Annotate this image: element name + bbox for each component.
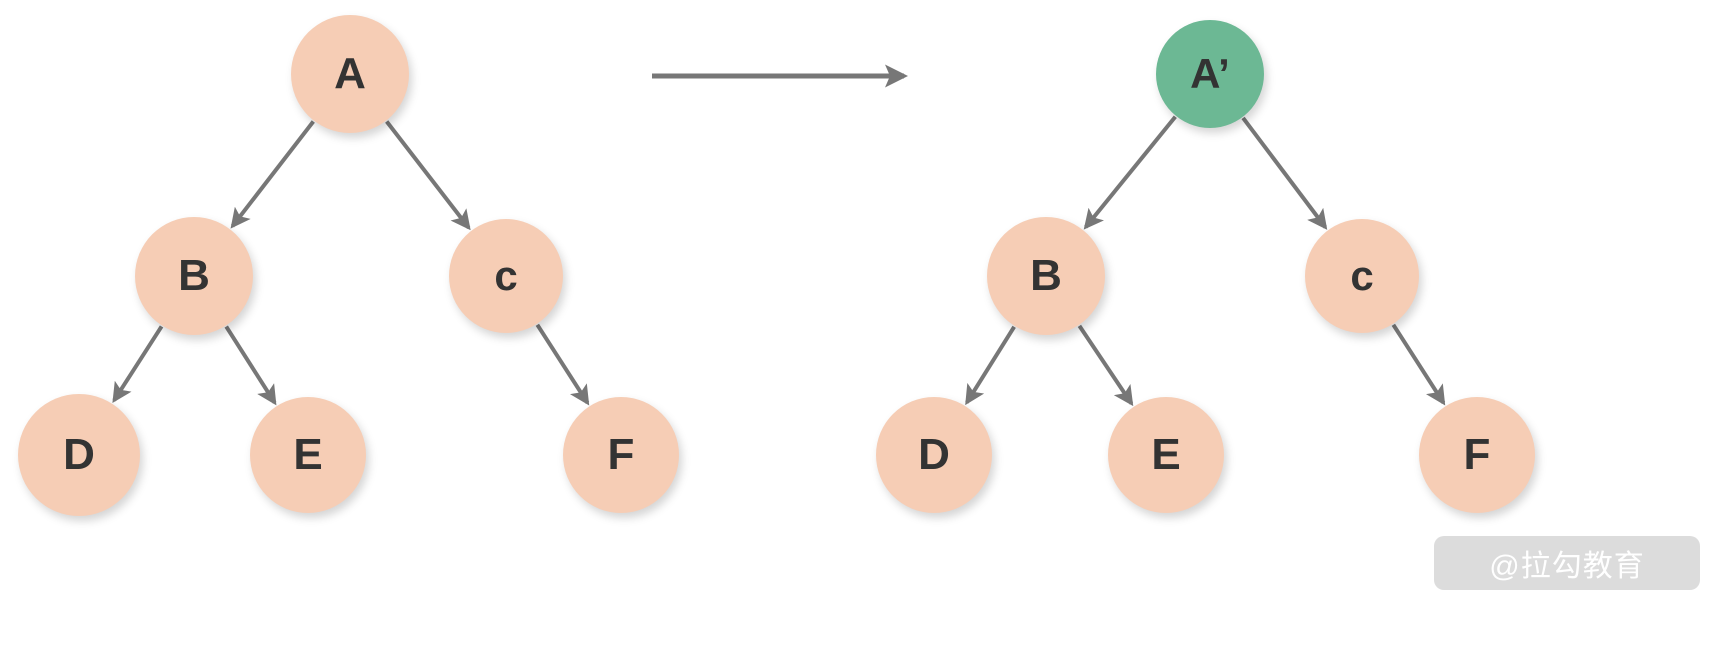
tree-node-C: c [449, 219, 563, 333]
tree-edge-A2-C2 [1241, 116, 1328, 230]
tree-edge-C-F [535, 323, 590, 406]
tree-edge-C2-F2 [1391, 323, 1446, 406]
tree-node-label-F2: F [1463, 430, 1491, 479]
tree-node-label-D2: D [918, 430, 950, 479]
watermark-badge: @拉勾教育 [1434, 536, 1700, 590]
tree-node-B: B [135, 217, 253, 335]
edge-group [112, 115, 1446, 407]
tree-edge-A-B [230, 120, 315, 229]
tree-node-label-B2: B [1030, 251, 1062, 300]
watermark-text: @拉勾教育 [1489, 550, 1645, 583]
tree-node-D: D [18, 394, 140, 516]
tree-node-C2: c [1305, 219, 1419, 333]
tree-edge-B2-D2 [965, 325, 1016, 406]
tree-node-label-F: F [607, 430, 635, 479]
tree-node-label-D: D [63, 430, 95, 479]
tree-node-label-A2: A’ [1190, 50, 1230, 97]
tree-node-F: F [563, 397, 679, 513]
tree-node-label-C: c [494, 252, 518, 299]
tree-node-B2: B [987, 217, 1105, 335]
tree-edge-B-E [224, 325, 277, 406]
tree-node-A: A [291, 15, 409, 133]
tree-edge-A-C [385, 120, 471, 231]
tree-node-A2: A’ [1156, 20, 1264, 128]
tree-node-label-E2: E [1151, 430, 1181, 479]
tree-edge-A2-B2 [1083, 115, 1177, 230]
tree-node-E: E [250, 397, 366, 513]
tree-node-label-E: E [293, 430, 323, 479]
tree-edge-B-D [112, 325, 164, 404]
tree-node-E2: E [1108, 397, 1224, 513]
tree-node-label-B: B [178, 251, 210, 300]
tree-node-D2: D [876, 397, 992, 513]
tree-node-label-C2: c [1350, 252, 1374, 299]
tree-node-F2: F [1419, 397, 1535, 513]
tree-node-label-A: A [334, 49, 366, 98]
tree-edge-B2-E2 [1077, 324, 1134, 407]
